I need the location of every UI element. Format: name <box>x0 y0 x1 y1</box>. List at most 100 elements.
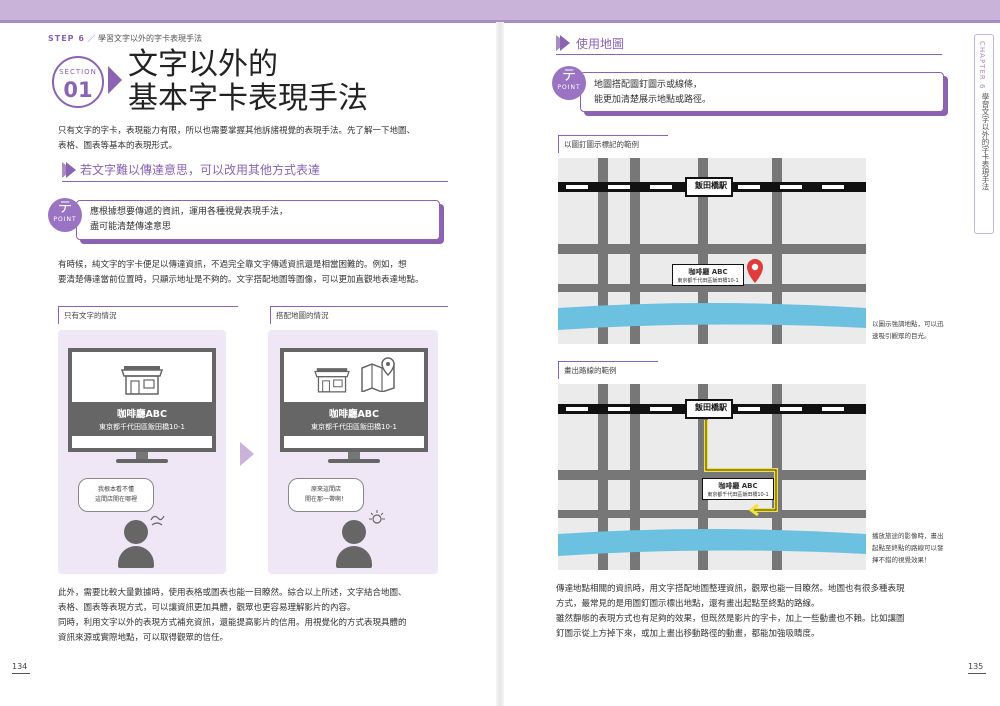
intro-line: 只有文字的字卡，表現能力有限，所以也需要掌握其他訴諸視覺的表現手法。先了解一下地… <box>58 126 416 136</box>
right-subheading: 使用地圖 <box>576 37 625 51</box>
point-line: 盡可能清楚傳達意思 <box>90 222 172 232</box>
confused-icon <box>148 512 168 532</box>
shop-info-band: 咖啡廳ABC 東京都千代田區飯田橋10-1 <box>284 402 424 436</box>
person-body <box>336 546 372 568</box>
step-header: STEP 6 ／ 學習文字以外的字卡表現手法 <box>48 33 202 44</box>
point-label: POINT <box>557 84 581 91</box>
folded-map-icon <box>360 356 400 396</box>
speech-bubble-right: 原來這間店 開在那一帶啊！ <box>288 478 364 512</box>
step-number: STEP 6 <box>48 34 85 43</box>
store-icon <box>310 362 354 402</box>
chapter-title: 學習文字以外的字卡表現手法 <box>981 93 990 191</box>
body-line: 有時候，純文字的字卡便足以傳達資訊，不過完全靠文字傳遞資訊還是相當困難的。例如，… <box>58 260 407 270</box>
section-number: 01 <box>63 78 93 102</box>
bubble-line: 原來這間店 <box>310 486 341 493</box>
example2-label: 畫出路線的範例 <box>558 361 658 379</box>
monitor-base <box>328 459 380 463</box>
body-line: 方式，最常見的是用圖釘圖示標出地點，還有畫出起點至終點的路線。 <box>556 599 820 609</box>
chapter-tab: CHAPTER 6 學習文字以外的字卡表現手法 <box>974 34 994 234</box>
shop-address: 東京都千代田區飯田橋10-1 <box>99 423 185 431</box>
shop-info-band: 咖啡廳ABC 東京都千代田區飯田橋10-1 <box>72 402 212 436</box>
subheading-rule <box>62 181 448 182</box>
map-shop-name: 咖啡廳 ABC <box>718 482 758 490</box>
section-pointer-icon <box>108 66 122 94</box>
page-number-right: 135 <box>968 662 984 671</box>
top-band-line <box>0 20 1000 23</box>
note-line: 以圖示強調地點，可以迅 <box>872 320 944 328</box>
monitor-with-map <box>280 348 428 452</box>
point-badge: テ POINT <box>552 66 586 100</box>
store-icon <box>116 362 168 402</box>
point-badge: テ POINT <box>48 198 82 232</box>
map-route-example <box>558 384 866 570</box>
map-shop-address: 東京都千代田區飯田橋10-1 <box>677 278 739 284</box>
shop-name: 咖啡廳ABC <box>116 409 168 420</box>
monitor-base <box>116 459 168 463</box>
note-line: 速吸引觀眾的目光。 <box>872 332 931 340</box>
point-box <box>76 200 440 240</box>
label-with-map: 搭配地圖的情況 <box>270 306 448 324</box>
body-line: 要清楚傳達當前位置時，只顯示地址是不夠的。文字搭配地圖等圖像，可以更加直觀地表達… <box>58 275 424 285</box>
subheading-arrow-icon <box>560 35 570 51</box>
page-title: 文字以外的 基本字卡表現手法 <box>128 48 368 116</box>
section-badge: SECTION 01 <box>52 56 104 108</box>
point-box <box>580 72 944 112</box>
intro-paragraph: 只有文字的字卡，表現能力有限，所以也需要掌握其他訴諸視覺的表現手法。先了解一下地… <box>58 124 448 154</box>
subheading-arrow-icon <box>66 162 76 178</box>
point-line: 能更加清楚展示地點或路徑。 <box>594 95 712 105</box>
map-shop-address: 東京都千代田區飯田橋10-1 <box>707 492 769 498</box>
step-title: 學習文字以外的字卡表現手法 <box>98 34 202 43</box>
map-note-1: 以圖示強調地點，可以迅 速吸引觀眾的目光。 <box>872 318 962 342</box>
idea-icon <box>366 508 388 532</box>
top-band <box>0 0 1000 20</box>
page-number-rule <box>968 673 986 674</box>
person-icon <box>124 520 148 544</box>
map-shop-name: 咖啡廳 ABC <box>688 268 728 276</box>
point-text: 地圖搭配圖釘圖示或線條， 能更加清楚展示地點或路徑。 <box>594 78 711 108</box>
note-line: 揮不錯的視覺效果！ <box>872 556 931 564</box>
map-note-2: 播放旅途的影像時，畫出 起點至終點的路線可以發 揮不錯的視覺效果！ <box>872 530 964 566</box>
body-line: 同時，利用文字以外的表現方式補充資訊，還能提高影片的信用。用視覺化的方式表現具體… <box>58 618 407 628</box>
map-pin-icon <box>746 258 764 288</box>
station-label: 飯田橋駅 <box>695 181 727 190</box>
page-number-rule <box>12 673 30 674</box>
bubble-line: 我根本看不懂 <box>97 486 134 493</box>
body-line: 釘圖示從上方掉下來，或加上畫出移動路徑的動畫，都能加強吸睛度。 <box>556 629 820 639</box>
point-line: 地圖搭配圖釘圖示或線條， <box>594 80 703 90</box>
person-icon <box>342 520 366 544</box>
bubble-line: 開在那一帶啊！ <box>304 496 347 503</box>
example1-label: 以圖釘圖示標記的範例 <box>558 135 668 153</box>
body-paragraph-2: 此外，需要比較大量數據時，使用表格或圖表也能一目瞭然。綜合以上所述，文字結合地圖… <box>58 586 448 646</box>
section-label: SECTION <box>59 68 97 76</box>
intro-line: 表格、圖表等基本的表現形式。 <box>58 141 178 151</box>
book-spine <box>496 22 504 706</box>
shop-name: 咖啡廳ABC <box>328 409 380 420</box>
note-line: 起點至終點的路線可以發 <box>872 544 944 552</box>
body-paragraph-1: 有時候，純文字的字卡便足以傳達資訊，不過完全靠文字傳遞資訊還是相當困難的。例如，… <box>58 258 448 288</box>
shop-map-label: 咖啡廳 ABC 東京都千代田區飯田橋10-1 <box>672 264 744 286</box>
right-body-paragraph: 傳達地點相關的資訊時，用文字搭配地圖整理資訊，觀眾也能一目瞭然。地圖也有很多種表… <box>556 582 956 642</box>
speech-bubble-left: 我根本看不懂 這間店開在哪裡 <box>78 478 154 512</box>
point-label: POINT <box>53 216 77 223</box>
point-line: 應根據想要傳遞的資訊，運用各種視覺表現手法， <box>90 207 289 217</box>
map-pin-example <box>558 158 866 344</box>
step-separator: ／ <box>87 34 96 43</box>
point-glyph: テ <box>562 68 576 84</box>
chapter-label: CHAPTER 6 <box>978 41 986 90</box>
subheading-rule <box>556 54 942 55</box>
title-line-1: 文字以外的 <box>128 47 278 82</box>
title-line-2: 基本字卡表現手法 <box>128 81 368 116</box>
body-line: 資訊來源或實際地點，可以取得觀眾的信任。 <box>58 633 229 643</box>
shop-map-label: 咖啡廳 ABC 東京都千代田區飯田橋10-1 <box>702 478 774 500</box>
point-glyph: テ <box>58 200 72 216</box>
person-body <box>118 546 154 568</box>
compare-arrow-icon <box>240 442 254 466</box>
monitor-stand <box>136 452 148 460</box>
monitor-stand <box>348 452 360 460</box>
shop-address: 東京都千代田區飯田橋10-1 <box>311 423 397 431</box>
bubble-line: 這間店開在哪裡 <box>94 496 137 503</box>
body-line: 傳達地點相關的資訊時，用文字搭配地圖整理資訊，觀眾也能一目瞭然。地圖也有很多種表… <box>556 584 905 594</box>
note-line: 播放旅途的影像時，畫出 <box>872 532 944 540</box>
body-line: 雖然靜態的表現方式也有足夠的效果，但既然是影片的字卡，加上一些動畫也不賴。比如讓… <box>556 614 905 624</box>
label-text-only: 只有文字的情況 <box>58 306 238 324</box>
